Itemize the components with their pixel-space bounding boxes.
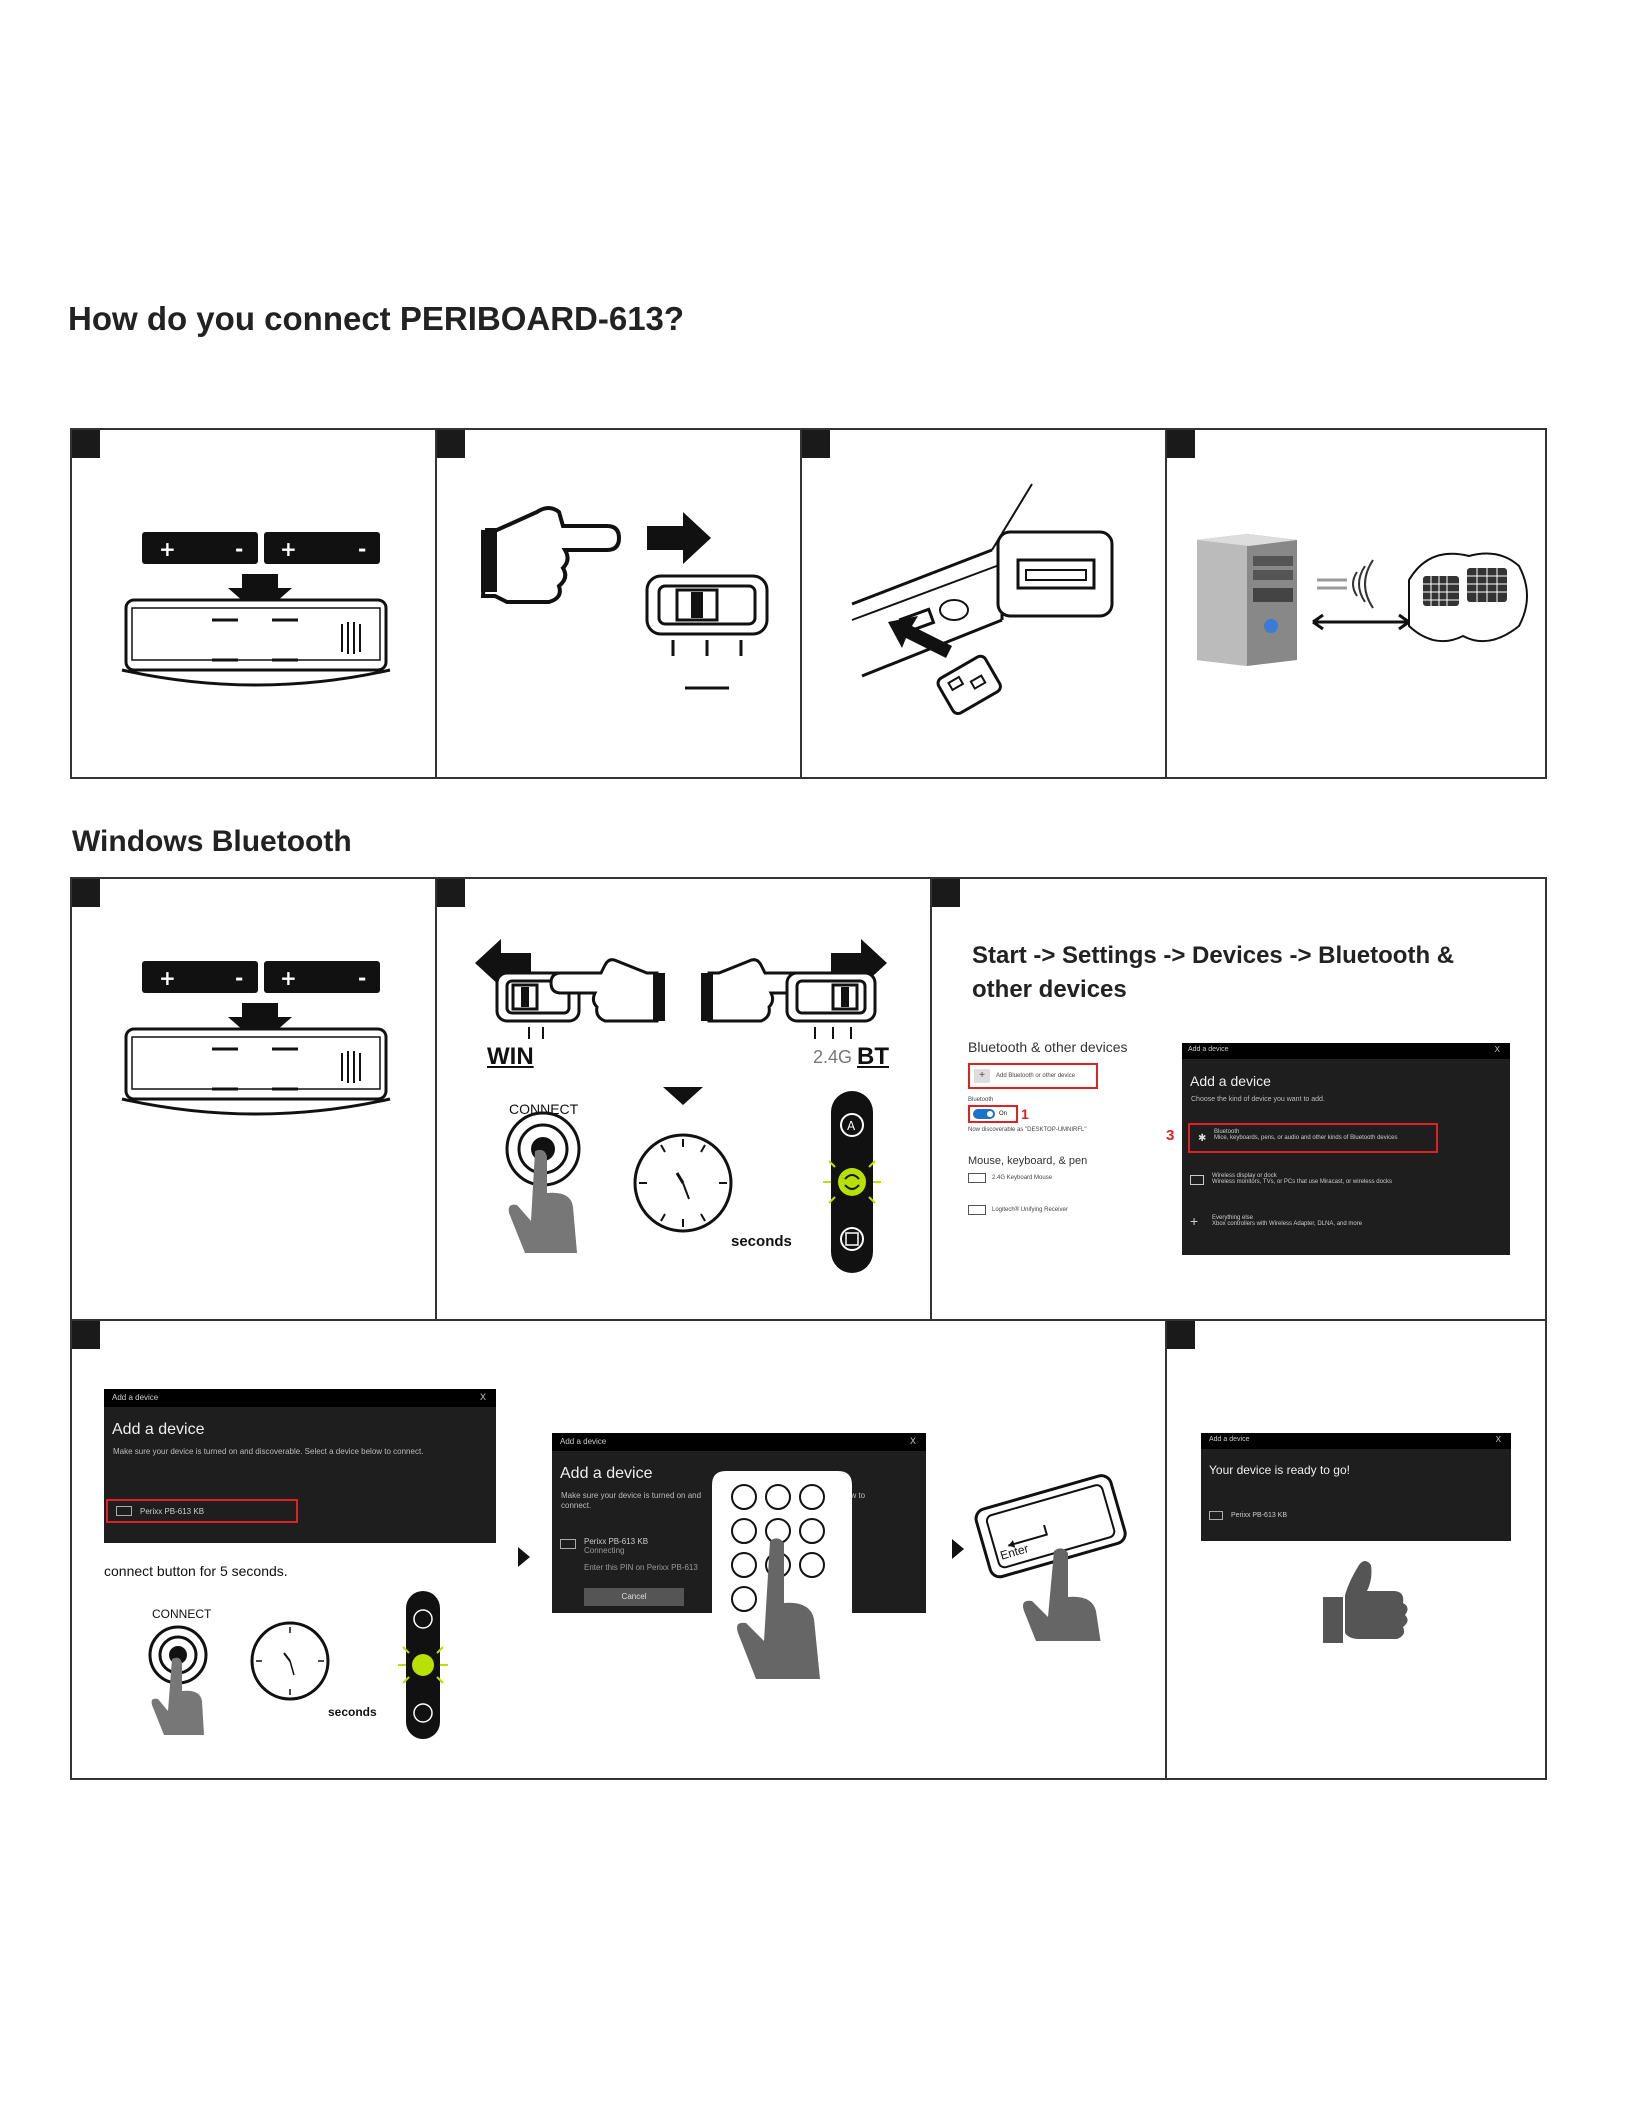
- g24-label: 2.4G: [813, 1047, 853, 1067]
- window-title: Add a device: [112, 1393, 159, 1402]
- step-marker: [72, 879, 100, 907]
- svg-text:-: -: [235, 966, 243, 990]
- seconds-label: seconds: [731, 1233, 792, 1250]
- panel-insert-batteries-bt: + - + -: [70, 877, 437, 1321]
- usb-illustration: [851, 483, 1114, 715]
- connect-label: CONNECT: [152, 1607, 212, 1621]
- window-title: Add a device: [1188, 1046, 1229, 1053]
- panel-plug-receiver: [800, 428, 1167, 779]
- toggle-switch-icon: [973, 1109, 995, 1119]
- panel-power-switch: [435, 428, 802, 779]
- dialog-text-end: connect.: [561, 1501, 592, 1511]
- svg-text:-: -: [358, 966, 366, 990]
- seconds-label: seconds: [328, 1705, 377, 1719]
- device-ready-window: Add a device X Your device is ready to go…: [1201, 1433, 1511, 1541]
- switch-illustration: [480, 506, 769, 690]
- page-title: How do you connect PERIBOARD-613?: [68, 300, 685, 337]
- mode-switch-illustration: A: [475, 939, 887, 1273]
- step-marker: [932, 879, 960, 907]
- close-icon[interactable]: X: [909, 1436, 916, 1446]
- step-marker: [72, 1321, 100, 1349]
- wireless-display-option[interactable]: Wireless display or dock Wireless monito…: [1190, 1173, 1392, 1185]
- mouse-keyboard-heading: Mouse, keyboard, & pen: [968, 1155, 1088, 1167]
- window-title: Add a device: [560, 1437, 607, 1446]
- ready-device-item: Perixx PB-613 KB: [1209, 1511, 1287, 1520]
- device-select-item[interactable]: Perixx PB-613 KB: [106, 1499, 298, 1523]
- thumbs-up-icon: [1323, 1561, 1408, 1643]
- close-icon[interactable]: X: [1495, 1435, 1501, 1444]
- dialog-text: Make sure your device is turned on and d…: [113, 1447, 424, 1456]
- keyboard-icon: [968, 1173, 986, 1183]
- section-title: Windows Bluetooth: [72, 825, 352, 858]
- dialog-title: Add a device: [112, 1421, 205, 1438]
- step-marker: [437, 430, 465, 458]
- connect-label: CONNECT: [509, 1101, 579, 1117]
- svg-text:-: -: [235, 537, 243, 561]
- keypad-illustration: [712, 1471, 852, 1679]
- close-icon[interactable]: X: [479, 1392, 486, 1402]
- device-list-item[interactable]: 2.4G Keyboard Mouse: [968, 1173, 1168, 1183]
- battery-illustration: + - + -: [121, 961, 391, 1116]
- svg-text:+: +: [159, 966, 176, 990]
- receiver-icon: [968, 1205, 986, 1215]
- svg-text:-: -: [358, 537, 366, 561]
- panel-insert-batteries: + - + -: [70, 428, 437, 779]
- dialog-subtitle: Choose the kind of device you want to ad…: [1191, 1096, 1325, 1103]
- bt-label: BT: [857, 1043, 889, 1070]
- close-icon[interactable]: X: [1494, 1045, 1500, 1054]
- step-marker: [1167, 1321, 1195, 1349]
- win-label: WIN: [487, 1043, 534, 1070]
- pc-keyboard-illustration: [1197, 534, 1528, 666]
- step-marker: [437, 879, 465, 907]
- plus-icon: +: [974, 1069, 990, 1083]
- settings-heading: Bluetooth & other devices: [968, 1039, 1128, 1055]
- add-device-window: Add a device X Add a device Choose the ki…: [1166, 1043, 1510, 1255]
- svg-text:+: +: [159, 537, 176, 561]
- bluetooth-option[interactable]: ✱ Bluetooth Mice, keyboards, pens, or au…: [1188, 1123, 1438, 1153]
- svg-text:A: A: [847, 1119, 856, 1133]
- step-number-1: 1: [1021, 1106, 1029, 1122]
- bluetooth-toggle[interactable]: On: [968, 1105, 1018, 1123]
- settings-bluetooth-window: Bluetooth & other devices + Add Bluetoot…: [968, 1039, 1168, 1259]
- plus-icon: +: [1190, 1213, 1199, 1229]
- pin-device-item[interactable]: Perixx PB-613 KB Connecting Enter this P…: [560, 1537, 698, 1572]
- dialog-title: Add a device: [560, 1465, 653, 1482]
- device-list-item[interactable]: Logitech® Unifying Receiver: [968, 1205, 1168, 1215]
- keyboard-icon: [1209, 1511, 1223, 1520]
- step-marker: [72, 430, 100, 458]
- step-marker: [1167, 430, 1195, 458]
- add-bluetooth-button[interactable]: + Add Bluetooth or other device: [968, 1063, 1098, 1089]
- select-device-window: Add a device X Add a device Make sure you…: [104, 1389, 496, 1543]
- connect-instruction: connect button for 5 seconds.: [104, 1563, 288, 1579]
- bluetooth-icon: ✱: [1198, 1133, 1207, 1144]
- battery-illustration: + - + -: [121, 532, 391, 687]
- enter-key-illustration: [974, 1474, 1127, 1641]
- panel-settings-path: Start -> Settings -> Devices -> Bluetoot…: [930, 877, 1547, 1321]
- keyboard-icon: [560, 1539, 576, 1549]
- panel-device-ready: Add a device X Your device is ready to go…: [1165, 1319, 1547, 1780]
- panel-pc-connection: [1165, 428, 1547, 779]
- dialog-title: Add a device: [1190, 1073, 1271, 1089]
- window-title: Add a device: [1209, 1436, 1250, 1443]
- step-marker: [802, 430, 830, 458]
- svg-text:+: +: [280, 537, 297, 561]
- everything-else-option[interactable]: + Everything else Xbox controllers with …: [1190, 1213, 1363, 1229]
- settings-path-text: Start -> Settings -> Devices -> Bluetoot…: [972, 942, 1455, 1003]
- cancel-button[interactable]: Cancel: [584, 1588, 684, 1606]
- monitor-icon: [1190, 1175, 1204, 1185]
- bluetooth-label: Bluetooth: [968, 1097, 994, 1103]
- dialog-text-left: Make sure your device is turned on and: [561, 1491, 702, 1500]
- discoverable-text: Now discoverable as "DESKTOP-UMNIRFL": [968, 1127, 1087, 1133]
- keyboard-icon: [116, 1506, 132, 1516]
- svg-text:+: +: [280, 966, 297, 990]
- ready-title: Your device is ready to go!: [1209, 1463, 1350, 1477]
- panel-mode-switch-connect: A WIN 2.4G BT CONNECT seconds: [435, 877, 932, 1321]
- step-number-3: 3: [1166, 1127, 1175, 1144]
